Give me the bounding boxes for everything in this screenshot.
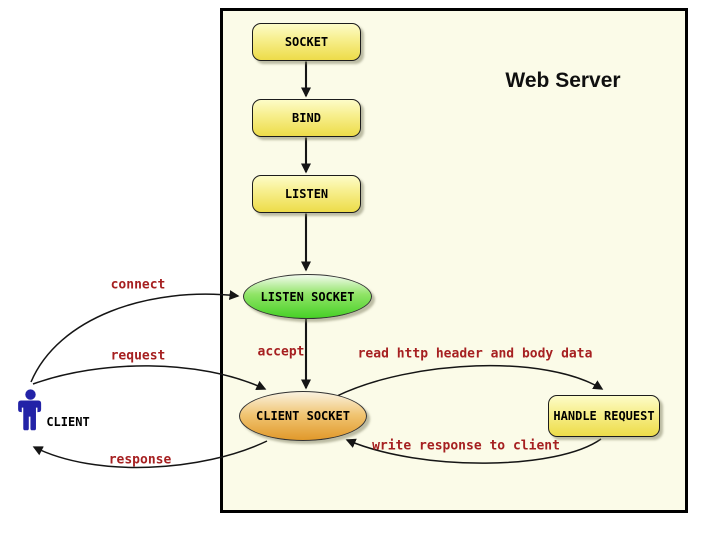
edge-label-connect: connect xyxy=(110,277,166,293)
edge-label-response: response xyxy=(108,452,172,468)
edge-label-request: request xyxy=(110,348,166,364)
node-listen-socket-label: LISTEN SOCKET xyxy=(260,289,355,304)
edge-label-write-response: write response to client xyxy=(372,438,560,454)
node-client-socket-label: CLIENT SOCKET xyxy=(256,409,350,423)
arrow-connect xyxy=(30,290,240,383)
node-socket: SOCKET xyxy=(252,23,361,61)
arrow-read-http xyxy=(336,364,604,397)
client-person-icon xyxy=(18,389,42,431)
node-listen: LISTEN xyxy=(252,175,361,213)
node-listen-socket: LISTEN SOCKET xyxy=(243,274,372,319)
edge-label-accept: accept xyxy=(257,344,305,360)
node-handle-request-label: HANDLE REQUEST xyxy=(553,409,655,423)
diagram-title: Web Server xyxy=(505,69,621,92)
node-socket-label: SOCKET xyxy=(284,35,329,49)
node-bind: BIND xyxy=(252,99,361,137)
edge-label-read-http: read http header and body data xyxy=(357,346,593,362)
node-bind-label: BIND xyxy=(292,111,321,125)
arrow-write-response xyxy=(345,438,602,464)
arrow-request xyxy=(32,365,267,390)
client-actor-label: CLIENT xyxy=(46,415,90,429)
node-listen-label: LISTEN xyxy=(284,187,329,201)
node-handle-request: HANDLE REQUEST xyxy=(548,395,660,437)
node-client-socket: CLIENT SOCKET xyxy=(239,391,367,441)
arrow-response xyxy=(32,440,268,469)
